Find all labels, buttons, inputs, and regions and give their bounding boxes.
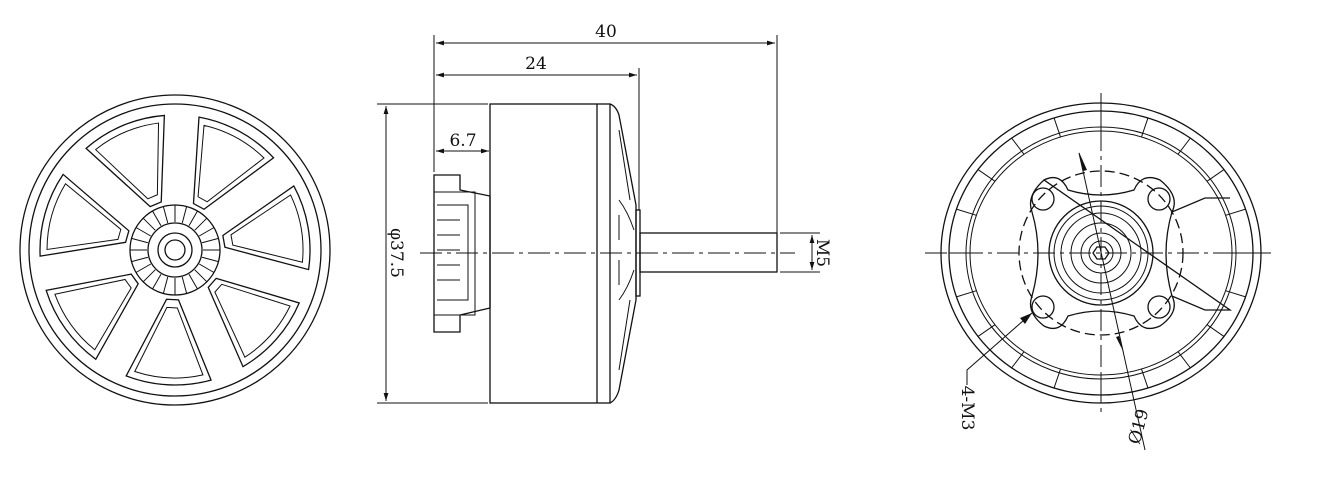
mount-hole-bl bbox=[1031, 295, 1055, 319]
rim-slot bbox=[1206, 169, 1225, 182]
bell-window bbox=[222, 184, 311, 271]
bell-window bbox=[207, 277, 301, 368]
hub-teeth bbox=[129, 204, 221, 296]
bell-window-inner bbox=[214, 283, 291, 358]
dim-line-mount-circle bbox=[1078, 152, 1146, 451]
hub-tooth bbox=[188, 273, 198, 290]
leader-mount-holes bbox=[966, 312, 1033, 385]
dim-label-6-7: 6.7 bbox=[449, 131, 476, 151]
hub-tooth bbox=[181, 276, 188, 294]
hub-tooth bbox=[201, 256, 219, 263]
hub-tooth bbox=[131, 256, 149, 263]
hub-tooth bbox=[142, 269, 156, 283]
hub-tooth bbox=[162, 276, 169, 294]
shaft-end-hex bbox=[1092, 246, 1110, 260]
hub-tooth bbox=[188, 210, 198, 227]
hub-tooth bbox=[194, 269, 208, 283]
bell-window bbox=[45, 273, 139, 361]
rim-slot bbox=[1141, 368, 1149, 389]
rim-slot bbox=[1225, 290, 1246, 298]
bell-top-view bbox=[19, 94, 331, 406]
bell-window bbox=[125, 298, 212, 386]
bell-window bbox=[192, 116, 275, 211]
rim-slot bbox=[1011, 137, 1025, 155]
dim-label-mount-holes: 4-M3 bbox=[957, 386, 977, 431]
arrow-head bbox=[1020, 313, 1032, 324]
rim-slot bbox=[1053, 117, 1061, 138]
arrow-head bbox=[1079, 152, 1087, 171]
mount-bottom-view: Ø19 4-M3 bbox=[925, 93, 1275, 451]
hub-tooth bbox=[135, 227, 152, 237]
rim-slot bbox=[1053, 368, 1061, 389]
hub-tooth bbox=[142, 217, 156, 231]
hub-tooth bbox=[198, 263, 215, 273]
rim-slot bbox=[977, 324, 996, 337]
dim-label-mount-circle: Ø19 bbox=[1125, 407, 1154, 447]
shaft-circle bbox=[164, 239, 186, 261]
rim-slot bbox=[1177, 137, 1191, 155]
hub-tooth bbox=[162, 206, 169, 224]
bell-window-inner bbox=[46, 182, 122, 251]
mount-hole-br bbox=[1147, 295, 1171, 319]
bell-window-inner bbox=[230, 194, 304, 263]
hub-tooth bbox=[152, 273, 162, 290]
hub-tooth bbox=[152, 210, 162, 227]
mount-hole-tr bbox=[1147, 187, 1171, 211]
rim-slot bbox=[1206, 324, 1225, 337]
mount-hole-tl bbox=[1031, 187, 1055, 211]
hub-tooth bbox=[131, 237, 149, 244]
bell-window-inner bbox=[134, 306, 204, 379]
hub-ring bbox=[147, 222, 203, 278]
rim-slot bbox=[956, 208, 977, 216]
hub-tooth bbox=[181, 206, 188, 224]
bell-outer-rim bbox=[19, 94, 331, 406]
bell-window bbox=[39, 173, 130, 257]
arrow-head bbox=[1116, 336, 1124, 353]
rim-slot bbox=[1141, 117, 1149, 138]
bell-window-inner bbox=[94, 122, 160, 200]
hub-tooth bbox=[135, 263, 152, 273]
hub-tooth bbox=[194, 217, 208, 231]
rim-slot bbox=[1225, 208, 1246, 216]
mount-plate bbox=[1029, 176, 1233, 330]
rim-slot bbox=[1177, 351, 1191, 369]
hub-tooth bbox=[201, 237, 219, 244]
bell-window bbox=[85, 114, 166, 208]
bell-window-inner bbox=[54, 278, 132, 351]
bell-vents bbox=[618, 129, 635, 371]
rim-slot bbox=[977, 169, 996, 182]
rim-slot bbox=[956, 290, 977, 298]
shaft-outer-circle bbox=[157, 232, 193, 268]
dim-label-m5: M5 bbox=[812, 239, 832, 267]
rim-slot bbox=[1011, 351, 1025, 369]
bell-window-inner bbox=[197, 124, 265, 203]
dim-label-diameter: φ37.5 bbox=[386, 228, 406, 278]
dim-label-40: 40 bbox=[595, 22, 617, 42]
hub-tooth bbox=[198, 227, 215, 237]
motor-side-view: 40 24 6.7 φ37.5 M5 bbox=[377, 22, 832, 404]
bell-inner-rim bbox=[28, 103, 322, 397]
bell-windows bbox=[39, 114, 311, 386]
dim-label-24: 24 bbox=[525, 54, 547, 74]
